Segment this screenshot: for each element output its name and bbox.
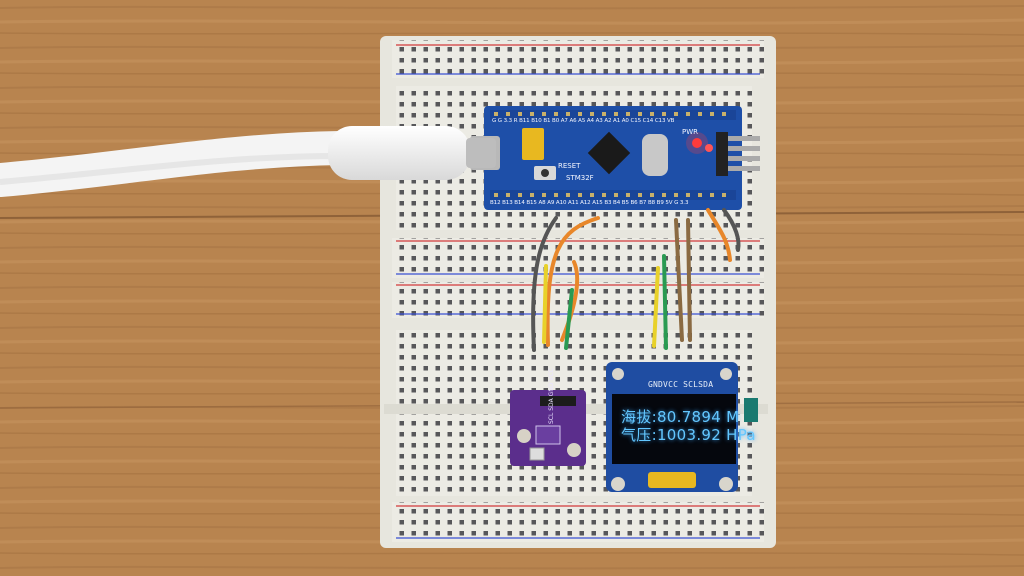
mcu-bottom-pin-labels: B12 B13 B14 B15 A8 A9 A10 A11 A12 A15 B3… — [490, 200, 689, 206]
wire-orange-right — [706, 208, 732, 262]
boot-jumper — [522, 128, 544, 160]
reset-label: RESET — [558, 162, 581, 170]
stm32-board — [470, 106, 760, 210]
usb-cable — [0, 126, 496, 197]
oled-altitude-line: 海拔:80.7894 M — [621, 408, 740, 426]
swd-header — [716, 132, 760, 176]
power-led — [692, 138, 702, 148]
oled-screen — [612, 394, 736, 464]
jumper-wires — [531, 208, 741, 352]
wire-green-right — [662, 254, 668, 350]
oled-pressure-line: 气压:1003.92 HPa — [621, 426, 756, 444]
status-led — [705, 144, 713, 152]
sensor-chip — [529, 447, 545, 461]
oled-ribbon — [648, 472, 696, 488]
crystal — [642, 134, 668, 176]
wire-yellow-left — [542, 264, 548, 344]
wire-brown-2 — [686, 218, 692, 342]
wire-yellow-left-2 — [560, 260, 580, 342]
oled-pin-labels: GNDVCC SCLSDA — [648, 380, 714, 389]
chip-label: STM32F — [566, 174, 594, 182]
wire-gray-left — [531, 216, 558, 352]
wire-orange-left — [545, 216, 600, 347]
pwr-label: PWR — [682, 128, 699, 136]
sensor-pin-labels: SCL SDA GND VCC — [548, 368, 555, 424]
mcu-top-pin-labels: G G 3.3 R B11 B10 B1 B0 A7 A6 A5 A4 A3 A… — [492, 118, 675, 124]
wire-yellow-right — [652, 266, 660, 348]
header-pins — [494, 112, 726, 197]
pressure-sensor — [510, 390, 586, 466]
oled-module — [606, 362, 758, 492]
wire-gray-right — [722, 208, 741, 252]
wire-green-left — [564, 288, 574, 350]
wire-brown-1 — [674, 218, 684, 342]
